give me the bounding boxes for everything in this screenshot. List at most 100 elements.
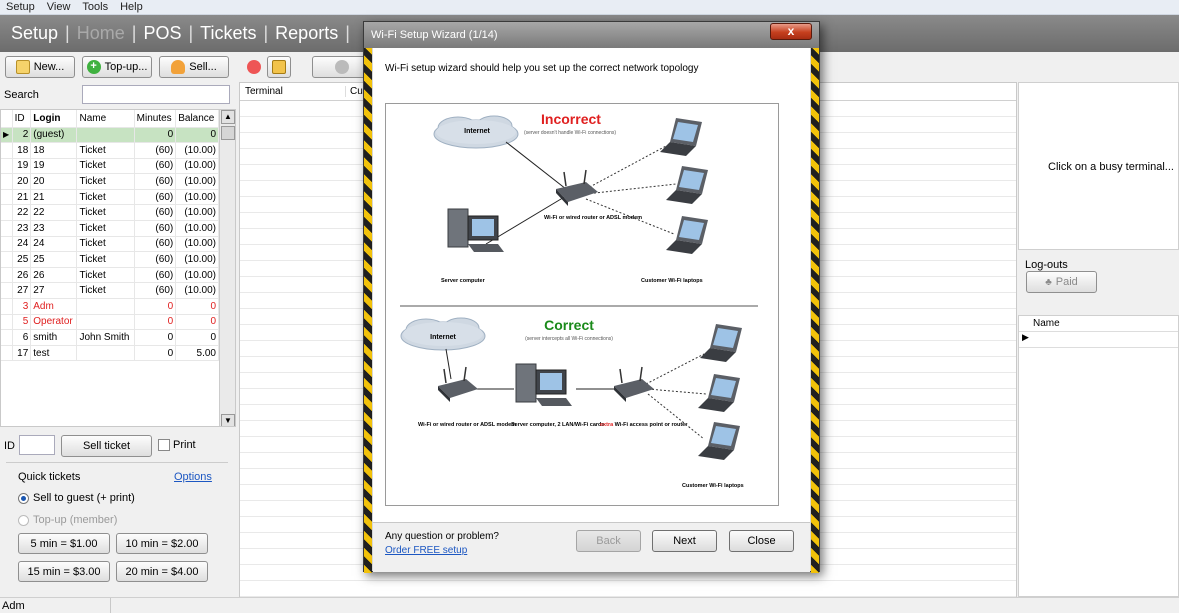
incorrect-router-label: Wi-Fi or wired router or ADSL modem: [544, 215, 642, 221]
sell-ticket-button[interactable]: Sell ticket: [61, 435, 152, 457]
nav-setup[interactable]: Setup: [11, 23, 59, 43]
cell-balance: (10.00): [175, 220, 219, 237]
cell-minutes: 0: [134, 314, 177, 331]
new-document-icon: [15, 60, 30, 74]
swap-terminals-button[interactable]: [243, 56, 265, 78]
row-indicator: [1, 204, 13, 222]
quick-ticket-5min-button[interactable]: 5 min = $1.00: [18, 533, 110, 554]
cell-minutes: (60): [134, 158, 177, 175]
ap-text: Wi-Fi access point or router: [613, 422, 688, 428]
quick-ticket-15min-button[interactable]: 15 min = $3.00: [18, 561, 110, 582]
row-indicator: ▶: [1, 127, 13, 144]
cell-login: 27: [30, 282, 78, 300]
users-grid: ID Login Name Minutes Balance ▶2(guest)0…: [0, 109, 236, 427]
row-indicator: [1, 220, 13, 237]
back-button: Back: [576, 530, 641, 552]
nav-pos[interactable]: POS: [143, 23, 182, 43]
session-panel: Click on a busy terminal... Log-outs ♣ P…: [1018, 82, 1179, 597]
nav-separator: |: [131, 23, 137, 43]
incorrect-note-text: (server doesn't handle Wi-Fi connections…: [524, 130, 616, 136]
cell-name: Ticket: [76, 251, 135, 268]
paid-button[interactable]: ♣ Paid: [1026, 271, 1097, 293]
row-indicator: [1, 158, 13, 175]
col-balance[interactable]: Balance: [175, 110, 219, 128]
col-id[interactable]: ID: [12, 110, 32, 128]
col-terminal[interactable]: Terminal: [240, 86, 346, 97]
row-indicator: [1, 142, 13, 159]
row-indicator: [1, 345, 13, 362]
print-checkbox[interactable]: Print: [158, 439, 196, 452]
cell-id: 22: [12, 204, 32, 222]
scroll-down-icon[interactable]: ▼: [221, 414, 235, 426]
nav-home[interactable]: Home: [76, 23, 125, 43]
topup-button[interactable]: + Top-up...: [82, 56, 152, 78]
wifi-link: [585, 183, 677, 195]
row-indicator: [1, 236, 13, 253]
cell-id: 21: [12, 189, 32, 206]
col-minutes[interactable]: Minutes: [134, 110, 177, 128]
ticket-id-input[interactable]: [19, 435, 55, 455]
close-icon[interactable]: x: [770, 23, 812, 40]
print-label: Print: [173, 439, 196, 451]
assign-button[interactable]: [267, 56, 291, 78]
cell-name: Ticket: [76, 282, 135, 300]
laptop-icon: [698, 374, 740, 412]
next-button[interactable]: Next: [652, 530, 717, 552]
incorrect-laptops-label: Customer Wi-Fi laptops: [641, 278, 703, 284]
new-button[interactable]: New...: [5, 56, 75, 78]
sell-ticket-label: Sell ticket: [82, 440, 131, 452]
cell-name: [76, 298, 135, 315]
options-link[interactable]: Options: [174, 471, 212, 483]
scroll-thumb[interactable]: [221, 126, 235, 140]
close-button[interactable]: Close: [729, 530, 794, 552]
wizard-intro: Wi-Fi setup wizard should help you set u…: [385, 63, 699, 74]
quick-ticket-20min-button[interactable]: 20 min = $4.00: [116, 561, 208, 582]
cell-minutes: 0: [134, 127, 177, 144]
topup-member-label: Top-up (member): [33, 514, 118, 526]
cell-balance: (10.00): [175, 251, 219, 268]
cell-balance: (10.00): [175, 142, 219, 159]
nav-reports[interactable]: Reports: [275, 23, 339, 43]
col-name[interactable]: Name: [76, 110, 135, 128]
status-bar: Adm: [0, 597, 1179, 613]
scroll-up-icon[interactable]: ▲: [221, 110, 235, 124]
menu-setup[interactable]: Setup: [6, 1, 35, 13]
col-login[interactable]: Login: [30, 110, 78, 128]
topology-svg: Internet Incorrect (server doesn't handl…: [400, 111, 758, 489]
cell-login: 24: [30, 236, 78, 253]
cell-login: (guest): [30, 127, 78, 144]
logouts-grid: Name ▶: [1018, 315, 1179, 597]
col-logout-name[interactable]: Name: [1019, 316, 1178, 332]
menu-help[interactable]: Help: [120, 1, 143, 13]
start-button[interactable]: [312, 56, 372, 78]
search-input[interactable]: [82, 85, 230, 104]
sell-button[interactable]: Sell...: [159, 56, 229, 78]
nav-tickets[interactable]: Tickets: [200, 23, 257, 43]
correct-laptops-label: Customer Wi-Fi laptops: [682, 483, 744, 489]
quick-ticket-10min-button[interactable]: 10 min = $2.00: [116, 533, 208, 554]
order-setup-link[interactable]: Order FREE setup: [385, 545, 468, 556]
sell-to-guest-radio[interactable]: Sell to guest (+ print): [18, 492, 135, 504]
wizard-title: Wi-Fi Setup Wizard (1/14): [364, 22, 819, 48]
col-customer[interactable]: Cus: [350, 86, 368, 97]
users-scrollbar[interactable]: ▲ ▼: [219, 110, 235, 426]
menu-tools[interactable]: Tools: [82, 1, 109, 13]
checkbox-icon: [158, 439, 170, 452]
burger-icon: [171, 60, 186, 74]
menu-view[interactable]: View: [46, 1, 71, 13]
